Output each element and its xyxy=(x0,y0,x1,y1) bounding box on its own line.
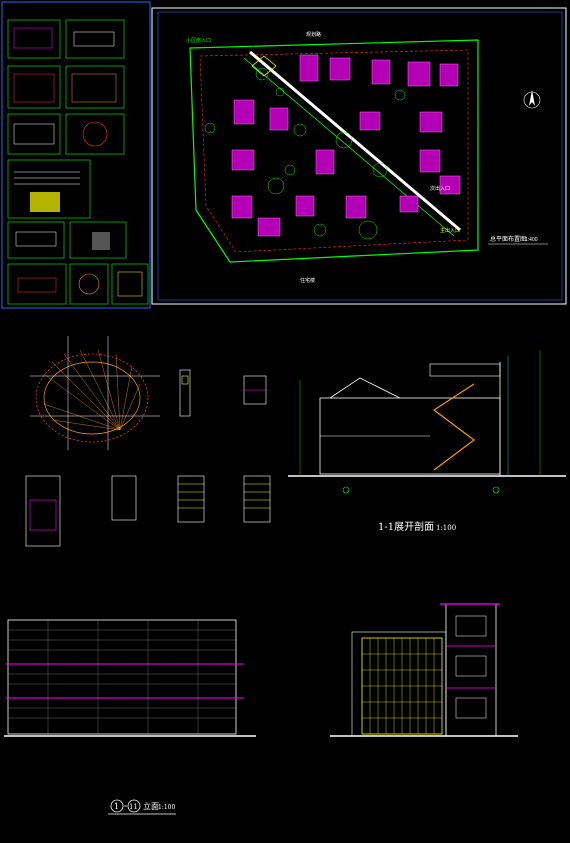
pavilion-roof-plan xyxy=(30,336,160,450)
elevation-facade-right xyxy=(330,603,518,737)
sheet-thumb[interactable] xyxy=(65,19,125,59)
sheet-thumb[interactable] xyxy=(65,113,125,155)
axis-start-label: 1 xyxy=(114,802,119,811)
building-blocks xyxy=(231,54,461,237)
axis-end-label: 11 xyxy=(129,803,138,811)
site-label: 主出入口 xyxy=(440,227,460,234)
section-title: 1-1展开剖面 xyxy=(378,520,434,533)
detail-drawings xyxy=(25,369,271,547)
north-arrow-icon xyxy=(523,90,541,109)
site-plan-title: 总平面布置图 xyxy=(490,235,526,243)
site-label: 小区南入口 xyxy=(186,37,211,44)
site-label: 规划路 xyxy=(306,31,321,38)
section-drawing xyxy=(288,350,566,494)
site-plan-drawing: 小区南入口 规划路 次出入口 主出入口 住宅楼 总平面布置图 1:400 xyxy=(151,7,567,305)
sheet-thumb[interactable] xyxy=(7,221,65,259)
section-scale: 1:100 xyxy=(436,524,456,532)
elevation-title: 1 11 立面 1:100 xyxy=(108,799,176,815)
site-label: 次出入口 xyxy=(430,185,450,192)
sheet-thumb[interactable] xyxy=(69,263,109,305)
sheet-thumb[interactable] xyxy=(7,65,61,109)
sheet-thumb[interactable] xyxy=(7,263,67,305)
sheet-thumb[interactable] xyxy=(7,113,61,155)
site-plan-scale: 1:400 xyxy=(525,237,538,243)
sheet-thumb[interactable] xyxy=(111,263,149,305)
sheet-thumb[interactable] xyxy=(65,65,125,109)
site-label: 住宅楼 xyxy=(300,277,315,284)
elevation-facade-left xyxy=(4,619,256,737)
sheet-thumb[interactable] xyxy=(7,19,61,59)
sheet-thumbnail-panel xyxy=(1,1,151,309)
elevation-title-text: 立面 xyxy=(143,801,159,811)
elevation-scale: 1:100 xyxy=(158,804,175,811)
